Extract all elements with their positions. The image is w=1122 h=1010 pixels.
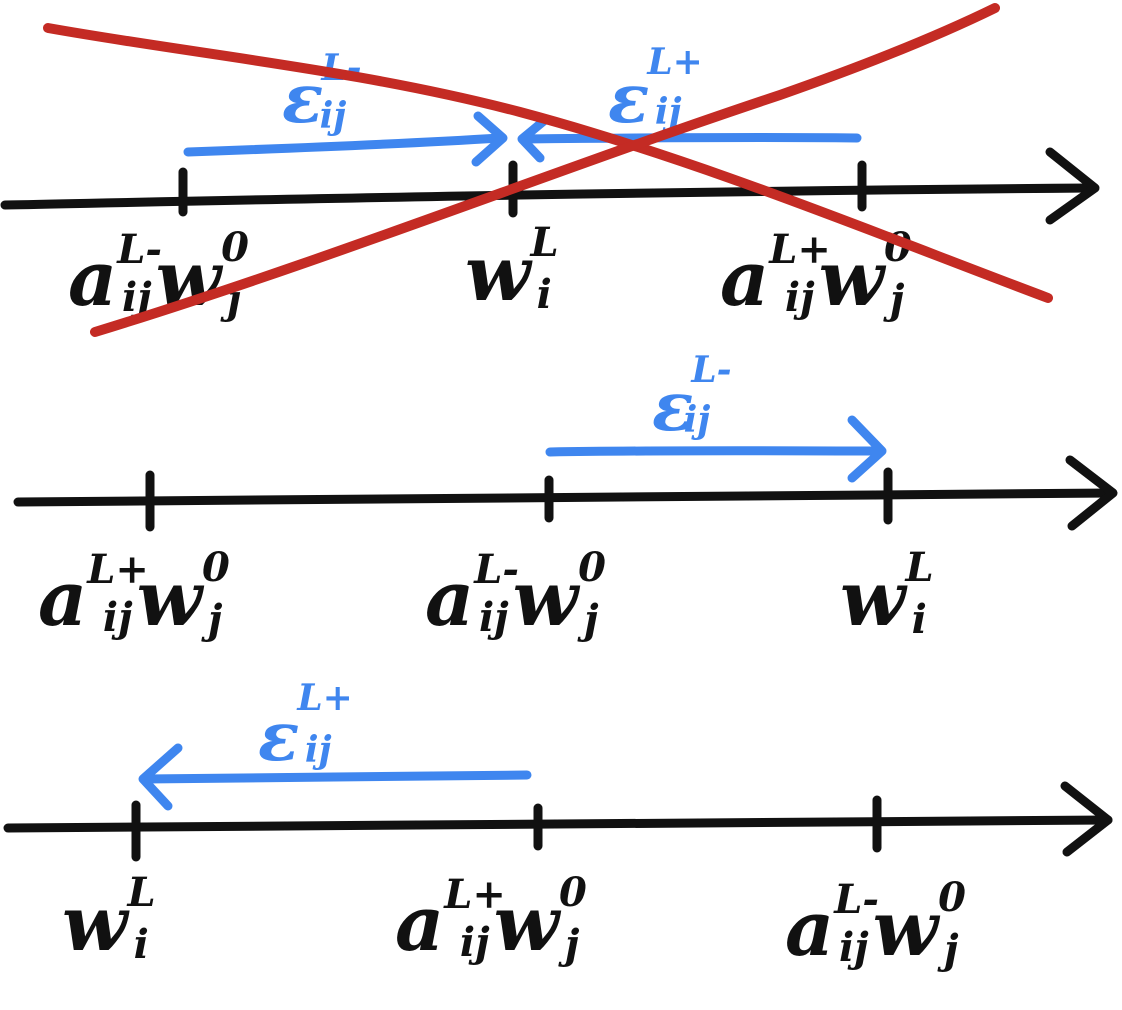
- epsilon-superscript: L-: [690, 349, 731, 391]
- label-base: a: [38, 554, 87, 643]
- arrowhead-right-icon: [847, 415, 887, 483]
- label-subscript: j: [577, 596, 599, 643]
- epsilon-subscript: ij: [684, 399, 711, 441]
- label-subscript: ij: [103, 594, 133, 641]
- epsilon-label: εL+ ij: [258, 677, 353, 777]
- label-base: a: [395, 879, 444, 968]
- label-base: w: [494, 879, 562, 968]
- point-label: aL+ijw0 j: [38, 544, 230, 643]
- label-base: w: [513, 554, 581, 643]
- arrowhead-left-icon: [138, 743, 183, 811]
- label-superscript: L+: [443, 871, 506, 918]
- point-label: aL-ijw0 j: [425, 544, 606, 643]
- label-superscript: 0: [938, 874, 966, 921]
- epsilon-superscript: L+: [296, 677, 352, 719]
- label-base: a: [720, 234, 769, 323]
- epsilon-subscript: ij: [320, 95, 347, 137]
- number-line-2: [13, 455, 1118, 532]
- arrowhead-left-icon: [517, 115, 550, 163]
- label-superscript: 0: [559, 869, 587, 916]
- cross-out-stroke: [43, 23, 1053, 303]
- label-superscript: L: [529, 219, 558, 266]
- epsilon-arrow-left: [140, 770, 532, 784]
- epsilon-label: εL+ij: [608, 41, 703, 139]
- label-base: w: [62, 879, 130, 968]
- label-subscript: ij: [479, 594, 509, 641]
- label-base: w: [873, 884, 941, 973]
- cross-out-stroke: [90, 3, 1000, 337]
- label-base: w: [840, 554, 908, 643]
- label-superscript: L-: [473, 546, 519, 593]
- label-subscript: ij: [839, 924, 869, 971]
- label-subscript: i: [134, 921, 149, 968]
- epsilon-superscript: L+: [646, 41, 702, 83]
- label-base: w: [137, 554, 205, 643]
- label-base: w: [465, 229, 533, 318]
- label-superscript: 0: [578, 544, 606, 591]
- label-subscript: j: [883, 276, 905, 323]
- number-line-1: [0, 147, 1100, 225]
- label-superscript: 0: [202, 544, 230, 591]
- label-superscript: L+: [86, 546, 149, 593]
- epsilon-arrow-right: [183, 133, 505, 157]
- label-subscript: j: [558, 921, 580, 968]
- axis-line: [0, 183, 1095, 210]
- label-superscript: L-: [833, 876, 879, 923]
- label-subscript: j: [937, 926, 959, 973]
- axis-arrowhead-icon: [1065, 455, 1118, 531]
- point-label: aL+ijw0 j: [395, 869, 587, 968]
- label-base: a: [425, 554, 474, 643]
- epsilon-symbol: ε: [652, 367, 693, 447]
- label-subscript: i: [912, 596, 927, 643]
- label-superscript: L+: [768, 226, 831, 273]
- label-superscript: L-: [116, 226, 162, 273]
- epsilon-symbol: ε: [608, 59, 649, 139]
- epsilon-arrow-right: [545, 446, 885, 457]
- epsilon-label: εL-ij: [652, 349, 732, 447]
- label-superscript: L: [904, 544, 933, 591]
- label-superscript: L: [126, 869, 155, 916]
- label-base: a: [785, 884, 834, 973]
- label-subscript: ij: [785, 274, 815, 321]
- point-label: aL-ijw0 j: [785, 874, 966, 973]
- epsilon-label: εL-ij: [282, 47, 362, 139]
- epsilon-symbol: ε: [258, 697, 299, 777]
- axis-line: [3, 815, 1113, 833]
- axis-arrowhead-icon: [1060, 781, 1113, 857]
- label-base: w: [819, 234, 887, 323]
- label-base: a: [68, 234, 117, 323]
- label-superscript: 0: [221, 224, 249, 271]
- epsilon-subscript: ij: [305, 729, 332, 771]
- axis-arrowhead-icon: [1045, 147, 1100, 225]
- label-subscript: j: [201, 596, 223, 643]
- epsilon-arrow-left: [520, 133, 862, 144]
- label-subscript: i: [537, 271, 552, 318]
- label-subscript: ij: [460, 919, 490, 966]
- number-line-3: [3, 781, 1113, 862]
- arrowhead-right-icon: [471, 111, 508, 167]
- axis-line: [13, 488, 1117, 507]
